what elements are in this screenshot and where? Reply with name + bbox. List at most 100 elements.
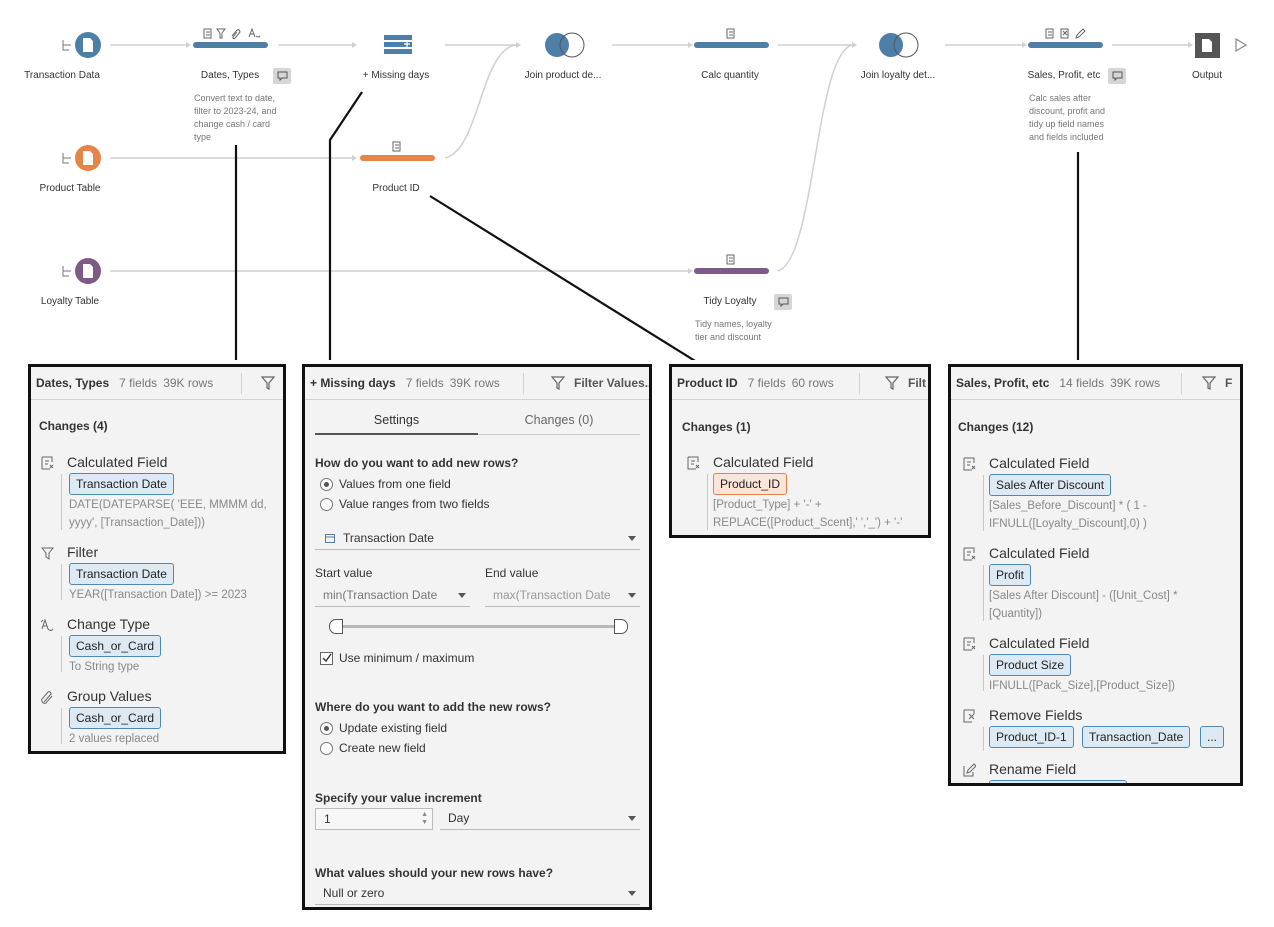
start-value-select[interactable]: min(Transaction Date — [315, 585, 470, 607]
filter-values-button[interactable]: Filter Values... — [551, 376, 649, 390]
filter-values-button[interactable]: F — [1202, 376, 1232, 390]
field-pill[interactable]: Cash_or_Card — [69, 707, 162, 729]
calc-field-icon — [963, 457, 976, 471]
change-item[interactable]: Filter Transaction Date YEAR([Transactio… — [41, 544, 281, 604]
increment-stepper[interactable]: 1 ▲▼ — [315, 808, 433, 830]
change-type-label: Calculated Field — [713, 454, 814, 470]
filter-values-button[interactable]: Filt — [885, 376, 926, 390]
filter-values-label: Filt — [908, 376, 926, 390]
change-item[interactable]: Calculated Field Sales After Discount [S… — [963, 455, 1233, 535]
filter-icon[interactable] — [261, 376, 275, 390]
change-item[interactable]: Change Type Cash_or_Card To String type — [41, 616, 281, 676]
sales-profit-node[interactable] — [1028, 42, 1103, 48]
tidy-loyalty-annotation-button[interactable] — [774, 294, 792, 310]
new-values-question: What values should your new rows have? — [315, 866, 554, 880]
missing-days-panel: + Missing days 7 fields 39K rows Filter … — [302, 364, 652, 910]
change-type-label: Calculated Field — [989, 455, 1090, 471]
transaction-data-node[interactable] — [62, 32, 101, 58]
product-table-node[interactable] — [62, 145, 101, 171]
remove-field-icon — [963, 709, 975, 723]
increment-value: 1 — [324, 812, 331, 826]
field-pill[interactable]: Cash_or_Card — [69, 635, 162, 657]
product-id-node[interactable] — [360, 155, 435, 161]
filter-icon — [551, 376, 565, 390]
missing-days-label: + Missing days — [362, 70, 430, 81]
loyalty-table-node[interactable] — [62, 258, 101, 284]
field-pill[interactable]: Product_ID-1 — [989, 726, 1074, 748]
panel-step-name: Product ID — [677, 376, 738, 390]
product-id-label: Product ID — [372, 183, 420, 194]
change-type-label: Change Type — [67, 616, 151, 632]
output-label: Output — [1191, 70, 1223, 81]
increment-unit-select[interactable]: Day — [440, 808, 640, 830]
join-product-label: Join product de... — [524, 70, 602, 81]
create-new-field-radio[interactable]: Create new field — [320, 741, 426, 755]
sales-profit-annotation-button[interactable] — [1108, 68, 1126, 84]
calc-quantity-node[interactable] — [694, 42, 769, 48]
field-pill[interactable]: Transaction Date — [69, 473, 174, 495]
field-pill[interactable] — [989, 780, 1127, 783]
end-value-select[interactable]: max(Transaction Date — [485, 585, 640, 607]
product-table-label: Product Table — [39, 183, 101, 194]
dates-types-node[interactable] — [193, 42, 268, 48]
field-pill[interactable]: Transaction Date — [69, 563, 174, 585]
changes-title: Changes (4) — [39, 419, 108, 433]
panel-row-count: 39K rows — [449, 376, 500, 390]
sales-profit-description: Calc sales after discount, profit and ti… — [1029, 93, 1106, 142]
tidy-loyalty-node[interactable] — [694, 268, 769, 274]
change-item[interactable]: Group Values Cash_or_Card 2 values repla… — [41, 688, 281, 748]
update-existing-field-radio[interactable]: Update existing field — [320, 721, 447, 735]
change-type-label: Calculated Field — [67, 454, 168, 470]
panel-step-name: Dates, Types — [36, 376, 110, 390]
calc-quantity-label: Calc quantity — [701, 70, 759, 81]
panel-row-count: 39K rows — [1110, 376, 1161, 390]
field-select[interactable]: Transaction Date — [315, 528, 640, 550]
dates-types-annotation-button[interactable] — [273, 68, 291, 84]
panel-header: Sales, Profit, etc 14 fields 39K rows F — [951, 367, 1240, 400]
missing-days-node[interactable] — [384, 35, 412, 54]
output-node[interactable] — [1195, 33, 1220, 58]
sales-profit-label: Sales, Profit, etc — [1027, 70, 1101, 81]
change-item[interactable]: Remove Fields Product_ID-1 Transaction_D… — [963, 707, 1233, 753]
change-item[interactable]: Rename Field — [963, 761, 1233, 783]
field-pill[interactable]: Sales After Discount — [989, 474, 1112, 496]
checkmark-icon — [322, 653, 332, 662]
field-pill[interactable]: Product Size — [989, 654, 1072, 676]
change-type-label: Calculated Field — [989, 635, 1090, 651]
join-loyalty-label: Join loyalty det... — [860, 70, 936, 81]
change-item[interactable]: Calculated Field Profit [Sales After Dis… — [963, 545, 1233, 625]
tidy-loyalty-description: Tidy names, loyalty tier and discount — [695, 319, 772, 342]
range-slider-min-handle[interactable] — [329, 619, 343, 634]
join-product-node[interactable] — [545, 32, 585, 58]
field-pill[interactable]: Profit — [989, 564, 1032, 586]
tab-changes[interactable]: Changes (0) — [524, 413, 594, 427]
calendar-icon — [325, 534, 335, 543]
change-type-label: Group Values — [67, 688, 152, 704]
field-pill[interactable]: Transaction_Date — [1082, 726, 1191, 748]
use-min-max-checkbox[interactable]: Use minimum / maximum — [320, 651, 474, 665]
join-loyalty-node[interactable] — [879, 32, 919, 58]
flow-connectors — [110, 44, 1188, 272]
values-from-one-field-radio[interactable]: Values from one field — [320, 477, 451, 491]
range-slider-track[interactable] — [335, 625, 622, 628]
tab-settings[interactable]: Settings — [373, 413, 420, 427]
change-expression: DATE(DATEPARSE( 'EEE, MMMM dd, yyyy', [T… — [69, 499, 267, 529]
sales-profit-panel: Sales, Profit, etc 14 fields 39K rows F … — [948, 364, 1243, 786]
value-ranges-radio[interactable]: Value ranges from two fields — [320, 497, 490, 511]
field-pill[interactable]: Product_ID — [713, 473, 788, 495]
more-fields-pill[interactable]: ... — [1200, 726, 1225, 748]
run-flow-icon[interactable] — [1235, 37, 1248, 53]
range-slider-max-handle[interactable] — [614, 619, 628, 634]
new-values-select[interactable]: Null or zero — [315, 883, 640, 905]
active-tab-indicator — [315, 433, 478, 435]
start-value-label: Start value — [315, 566, 373, 580]
stepper-arrows-icon[interactable]: ▲▼ — [421, 811, 428, 826]
change-item[interactable]: Calculated Field Product_ID [Product_Typ… — [687, 454, 927, 534]
loyalty-table-label: Loyalty Table — [40, 296, 100, 307]
increment-question: Specify your value increment — [315, 791, 482, 805]
filter-values-label: F — [1225, 376, 1233, 390]
change-item[interactable]: Calculated Field Product Size IFNULL([Pa… — [963, 635, 1233, 697]
change-item[interactable]: Calculated Field Transaction Date DATE(D… — [41, 454, 281, 534]
calc-field-icon — [41, 456, 54, 470]
change-type-label: Calculated Field — [989, 545, 1090, 561]
